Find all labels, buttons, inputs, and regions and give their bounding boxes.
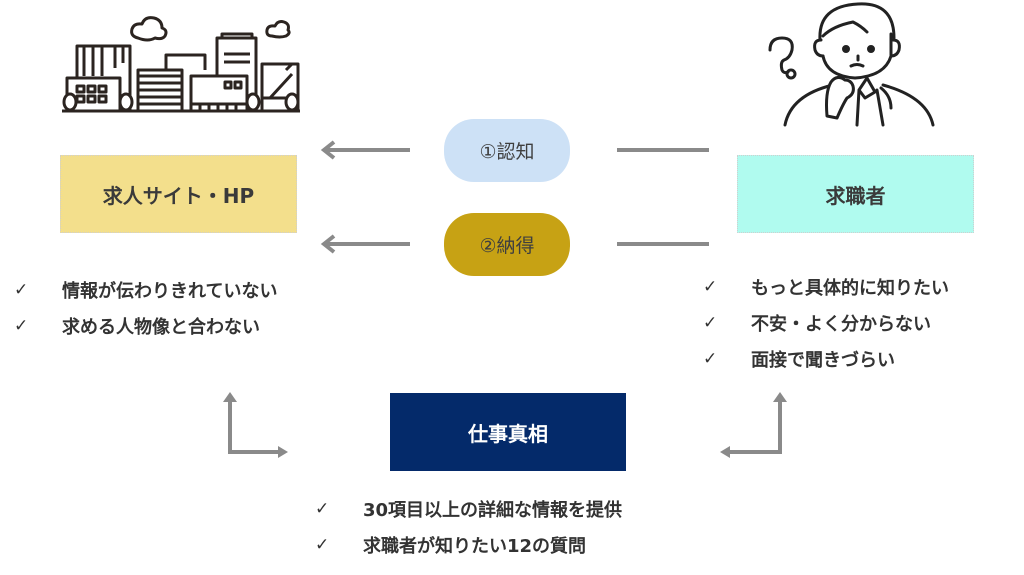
list-item-text: 30項目以上の詳細な情報を提供 — [363, 500, 623, 521]
check-icon: ✓ — [14, 280, 29, 300]
job-seeker-label: 求職者 — [825, 183, 886, 208]
job-seeker-box: 求職者 — [737, 155, 974, 233]
list-item: ✓ 不安・よく分からない — [703, 305, 949, 341]
step-acceptance-pill: ②納得 — [444, 213, 570, 276]
center-service-label: 仕事真相 — [468, 421, 548, 446]
connector-step-1-right — [617, 148, 709, 152]
step-recognition-pill: ①認知 — [444, 119, 570, 182]
check-icon: ✓ — [315, 499, 330, 519]
check-icon: ✓ — [703, 313, 718, 333]
list-item-text: 求める人物像と合わない — [62, 317, 260, 338]
list-item: ✓ もっと具体的に知りたい — [703, 269, 949, 305]
list-item: ✓ 30項目以上の詳細な情報を提供 — [315, 491, 622, 527]
city-buildings-icon — [62, 16, 300, 113]
arrow-center-to-site — [223, 392, 288, 458]
step-acceptance-label: ②納得 — [479, 235, 535, 257]
center-features-list: ✓ 30項目以上の詳細な情報を提供 ✓ 求職者が知りたい12の質問 — [315, 491, 622, 563]
list-item: ✓ 情報が伝わりきれていない — [14, 272, 277, 308]
check-icon: ✓ — [315, 535, 330, 555]
list-item: ✓ 面接で聞きづらい — [703, 341, 949, 377]
list-item-text: 面接で聞きづらい — [751, 350, 895, 371]
list-item-text: 不安・よく分からない — [751, 314, 931, 335]
list-item-text: もっと具体的に知りたい — [751, 278, 949, 299]
job-site-issues-list: ✓ 情報が伝わりきれていない ✓ 求める人物像と合わない — [14, 272, 277, 344]
check-icon: ✓ — [703, 349, 718, 369]
step-recognition-label: ①認知 — [479, 141, 535, 163]
list-item: ✓ 求める人物像と合わない — [14, 308, 277, 344]
confused-person-icon — [768, 2, 935, 127]
center-service-box: 仕事真相 — [390, 393, 626, 471]
list-item-text: 求職者が知りたい12の質問 — [363, 536, 587, 557]
arrow-step-2-left — [320, 234, 410, 254]
arrow-center-to-seeker — [720, 392, 787, 458]
job-site-label: 求人サイト・HP — [102, 183, 255, 208]
job-seeker-issues-list: ✓ もっと具体的に知りたい ✓ 不安・よく分からない ✓ 面接で聞きづらい — [703, 269, 949, 377]
list-item: ✓ 求職者が知りたい12の質問 — [315, 527, 622, 563]
arrow-step-1-left — [320, 140, 410, 160]
check-icon: ✓ — [14, 316, 29, 336]
connector-step-2-right — [617, 242, 709, 246]
list-item-text: 情報が伝わりきれていない — [62, 281, 278, 302]
check-icon: ✓ — [703, 277, 718, 297]
job-site-box: 求人サイト・HP — [60, 155, 297, 233]
